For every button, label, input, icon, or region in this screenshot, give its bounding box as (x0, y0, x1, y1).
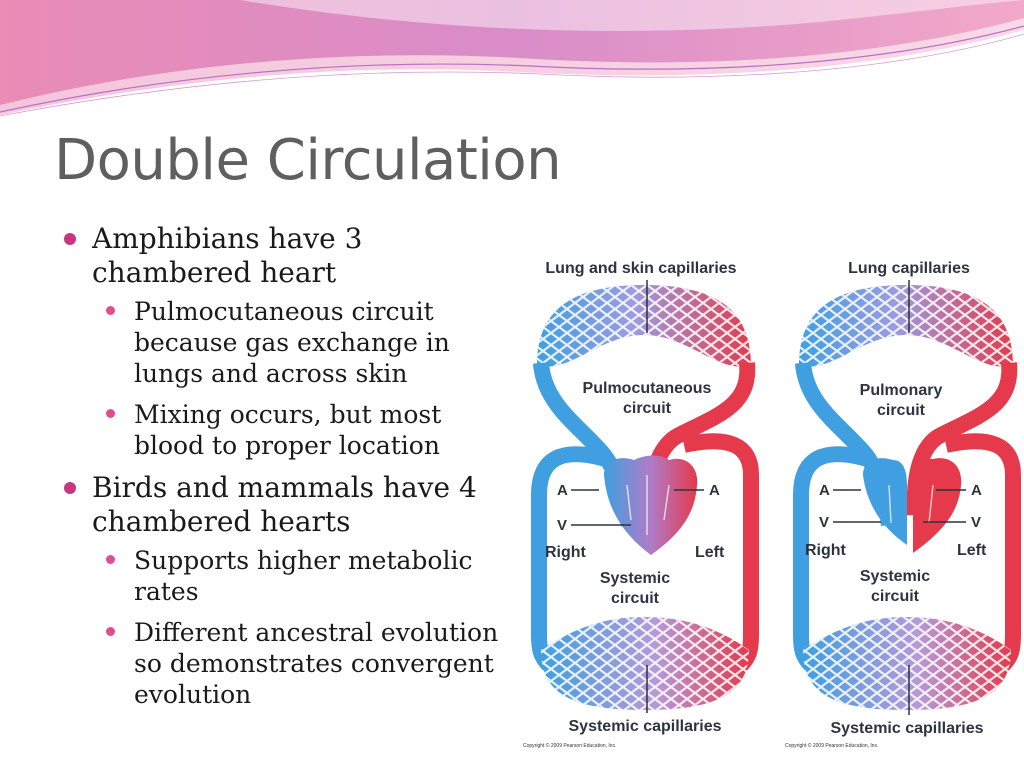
upper-circuit-label-1: Pulmonary (860, 382, 943, 399)
lower-circuit-label-1: Systemic (600, 570, 670, 587)
subbullet-metabolic: Supports higher metabolic rates (62, 545, 502, 607)
subbullet-dot (106, 306, 115, 315)
ventricle-left-label: V (971, 514, 981, 531)
upper-circuit-label-1: Pulmocutaneous (583, 380, 712, 397)
atrium-right-label: A (557, 482, 568, 499)
atrium-left-label: A (709, 482, 720, 499)
subbullet-dot (106, 555, 115, 564)
top-capillaries-label: Lung and skin capillaries (545, 260, 736, 277)
top-capillaries-label: Lung capillaries (848, 260, 970, 277)
three-chambered-heart (604, 455, 698, 555)
heart-left-half (913, 458, 962, 553)
copyright-text: Copyright © 2009 Pearson Education, Inc. (785, 742, 878, 749)
left-side-label: Left (957, 542, 987, 559)
slide-title: Double Circulation (54, 128, 562, 193)
atrium-right-label: A (819, 482, 830, 499)
ventricle-right-label: V (557, 517, 567, 534)
ventricle-right-label: V (819, 514, 829, 531)
header-wave-decoration (0, 0, 1024, 117)
copyright-text: Copyright © 2009 Pearson Education, Inc. (523, 742, 616, 749)
lower-circuit-label-2: circuit (611, 590, 660, 607)
bullet-birds-mammals: Birds and mammals have 4 chambered heart… (62, 471, 502, 539)
subbullet-dot (106, 627, 115, 636)
lower-circuit-label-1: Systemic (860, 568, 930, 585)
right-side-label: Right (545, 544, 587, 561)
atrium-left-label: A (971, 482, 982, 499)
bullet-list: Amphibians have 3 chambered heart Pulmoc… (62, 222, 502, 720)
subbullet-dot (106, 409, 115, 418)
bottom-capillaries-label: Systemic capillaries (831, 720, 984, 737)
bullet-amphibians: Amphibians have 3 chambered heart (62, 222, 502, 290)
amphibian-circulation-diagram: Lung and skin capillaries Pulmocutaneous… (519, 255, 769, 751)
subbullet-mixing: Mixing occurs, but most blood to proper … (62, 399, 502, 461)
subbullet-convergent: Different ancestral evolution so demonst… (62, 617, 502, 710)
subbullet-pulmocutaneous: Pulmocutaneous circuit because gas excha… (62, 296, 502, 389)
left-side-label: Left (695, 544, 725, 561)
upper-circuit-label-2: circuit (877, 402, 926, 419)
bullet-dot (64, 233, 76, 245)
heart-right-half (863, 458, 907, 545)
right-side-label: Right (805, 542, 847, 559)
upper-circuit-label-2: circuit (623, 400, 672, 417)
bullet-dot (64, 482, 76, 494)
mammal-circulation-diagram: Lung capillaries Pulmonary circuit A V A… (781, 255, 1024, 751)
lower-circuit-label-2: circuit (871, 588, 920, 605)
bottom-capillaries-label: Systemic capillaries (569, 718, 722, 735)
